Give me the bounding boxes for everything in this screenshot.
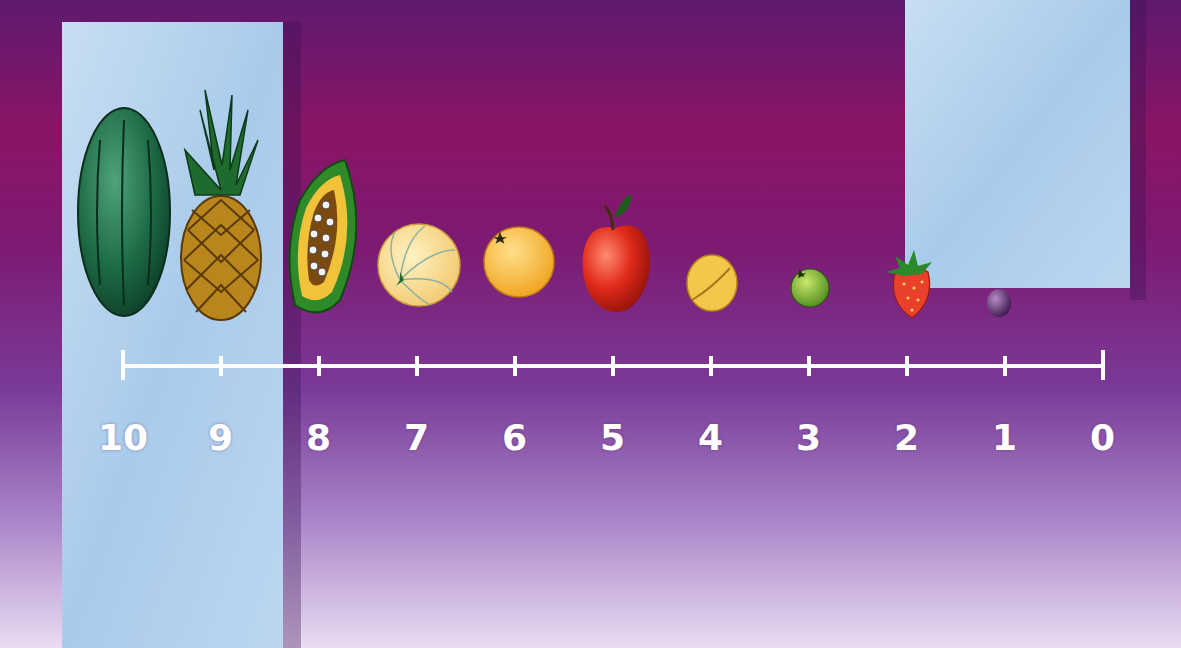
scale-number: 5 [600, 420, 625, 456]
apple [583, 194, 650, 312]
scale-number: 7 [404, 420, 429, 456]
grape [987, 289, 1011, 317]
scale-number: 4 [698, 420, 723, 456]
lemon [687, 255, 737, 311]
scale-number: 0 [1090, 420, 1115, 456]
scale-number: 1 [992, 420, 1017, 456]
blue-panel [62, 22, 283, 648]
scale-number: 6 [502, 420, 527, 456]
scale-number: 8 [306, 420, 331, 456]
cantaloupe [378, 224, 460, 306]
lime [791, 269, 829, 307]
scale-number: 2 [894, 420, 919, 456]
scale-number: 3 [796, 420, 821, 456]
panel-shadow [283, 22, 301, 648]
scale-number: 10 [98, 420, 148, 456]
scale-number: 9 [208, 420, 233, 456]
watermelon [78, 108, 170, 316]
orange [484, 227, 554, 297]
strawberry [886, 250, 932, 318]
panel-shadow [1130, 0, 1146, 300]
papaya [290, 160, 357, 312]
pineapple [181, 90, 261, 320]
scale-line [123, 350, 1103, 380]
blue-panel [905, 0, 1130, 288]
